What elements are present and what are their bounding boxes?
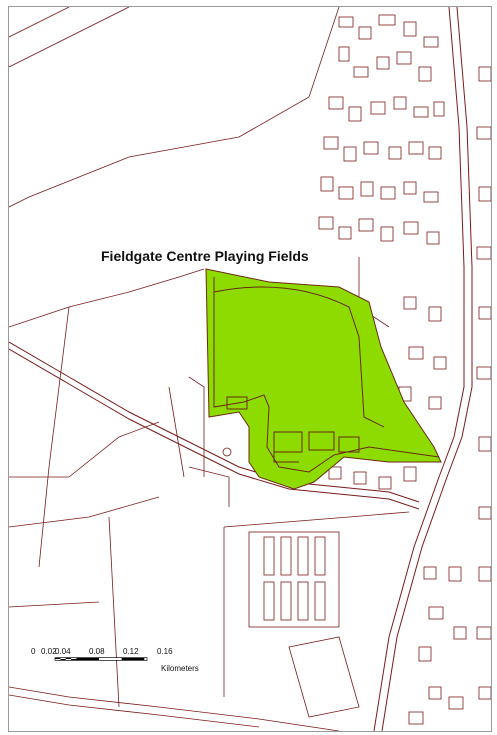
building — [308, 431, 335, 451]
field-boundary — [9, 421, 160, 478]
road — [381, 7, 473, 731]
field-boundary — [9, 7, 340, 208]
map-canvas[interactable] — [9, 7, 491, 731]
field-boundary — [168, 386, 185, 478]
building — [273, 437, 299, 463]
scale-tick: 0.02 — [41, 647, 57, 656]
building — [226, 396, 248, 410]
scale-tick: 0.04 — [55, 647, 71, 656]
scale-tick: 0.12 — [123, 647, 139, 656]
field-boundary — [223, 511, 410, 528]
road — [373, 7, 465, 731]
field-boundary — [9, 7, 130, 68]
field-boundary — [188, 376, 205, 477]
playing-fields-area[interactable] — [205, 268, 442, 490]
roundabout — [222, 447, 232, 457]
field-boundary — [38, 306, 70, 568]
scale-bar: 0 0.02 0.04 0.08 0.12 0.16 Kilometers — [31, 647, 221, 687]
field-boundary — [188, 466, 230, 507]
inner-track — [213, 286, 385, 428]
scale-bar-graphic — [54, 657, 148, 661]
field-boundary — [288, 636, 360, 718]
scale-unit: Kilometers — [161, 664, 199, 673]
field-boundary — [9, 7, 70, 38]
road — [9, 348, 420, 510]
scale-tick: 0 — [31, 647, 36, 656]
map-frame: Fieldgate Centre Playing Fields 0 0.02 0… — [8, 6, 492, 732]
road — [9, 341, 420, 503]
field-boundary — [9, 601, 100, 608]
building — [338, 436, 360, 453]
road — [9, 694, 260, 728]
scale-tick: 0.16 — [157, 647, 173, 656]
buildings — [318, 14, 491, 725]
scale-tick: 0.08 — [89, 647, 105, 656]
field-boundary — [9, 496, 160, 528]
road — [9, 686, 340, 731]
allotment-grid — [248, 531, 340, 628]
field-boundary — [9, 268, 205, 328]
site-label: Fieldgate Centre Playing Fields — [101, 248, 309, 264]
field-boundary — [108, 516, 120, 708]
